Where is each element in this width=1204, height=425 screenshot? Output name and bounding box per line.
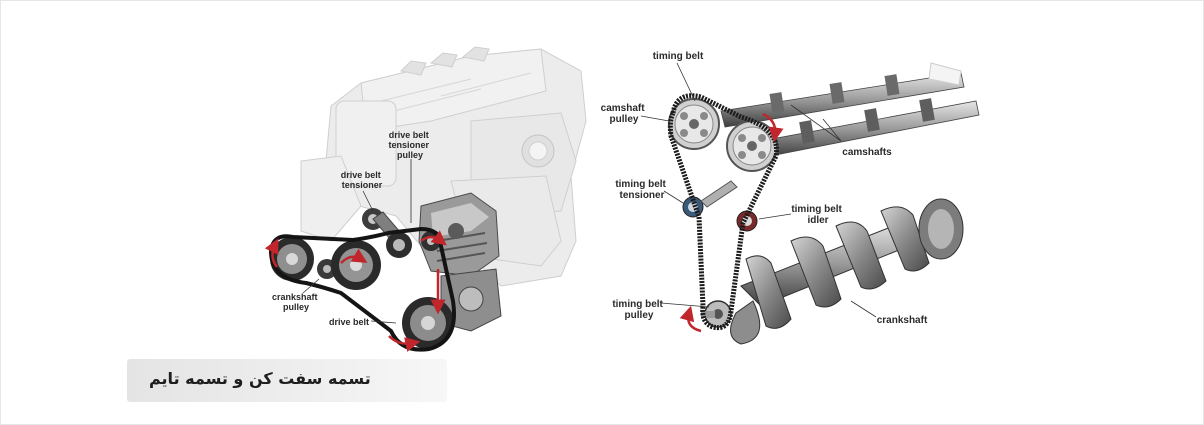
label-camshaft-pulley: camshaft pulley xyxy=(601,103,648,125)
camshaft-upper xyxy=(720,62,965,128)
left-leaders xyxy=(302,159,412,324)
crankshaft-graphic xyxy=(730,198,964,345)
label-timing-belt-idler: timing belt idler xyxy=(791,204,844,226)
label-crankshaft-pulley: crankshaft pulley xyxy=(272,292,320,312)
label-timing-belt-tensioner: timing belt tensioner xyxy=(615,179,668,201)
camshaft-pulley-right xyxy=(726,120,778,172)
label-drive-belt-tensioner: drive belt tensioner xyxy=(341,170,384,190)
ac-compressor xyxy=(440,268,502,332)
power-steering-pulley xyxy=(270,237,314,281)
label-camshafts: camshafts xyxy=(842,147,892,158)
caption-bar: تسمه سفت کن و تسمه تایم xyxy=(127,359,447,402)
label-drive-belt: drive belt xyxy=(329,317,369,327)
camshaft-lower xyxy=(760,98,980,158)
tensioner-pulley-upper xyxy=(386,232,412,258)
timing-belt xyxy=(667,93,780,331)
right-leaders xyxy=(640,62,877,318)
crankshaft-pulley-drive xyxy=(331,240,381,290)
timing-belt-tensioner xyxy=(682,180,738,218)
left-rotation-arrows xyxy=(264,230,447,352)
label-timing-belt-pulley: timing belt pulley xyxy=(612,299,665,321)
label-timing-belt: timing belt xyxy=(653,51,704,62)
alternator xyxy=(418,192,500,277)
label-drive-belt-tensioner-pulley: drive belt tensioner pulley xyxy=(388,130,431,160)
right-rotation-arrows xyxy=(679,112,784,333)
caption-text: تسمه سفت کن و تسمه تایم xyxy=(149,369,371,388)
right-engine: timing belt camshaft pulley camshafts ti… xyxy=(601,51,980,345)
label-crankshaft: crankshaft xyxy=(877,315,928,326)
left-engine: drive belt tensioner pulley drive belt t… xyxy=(264,46,587,352)
